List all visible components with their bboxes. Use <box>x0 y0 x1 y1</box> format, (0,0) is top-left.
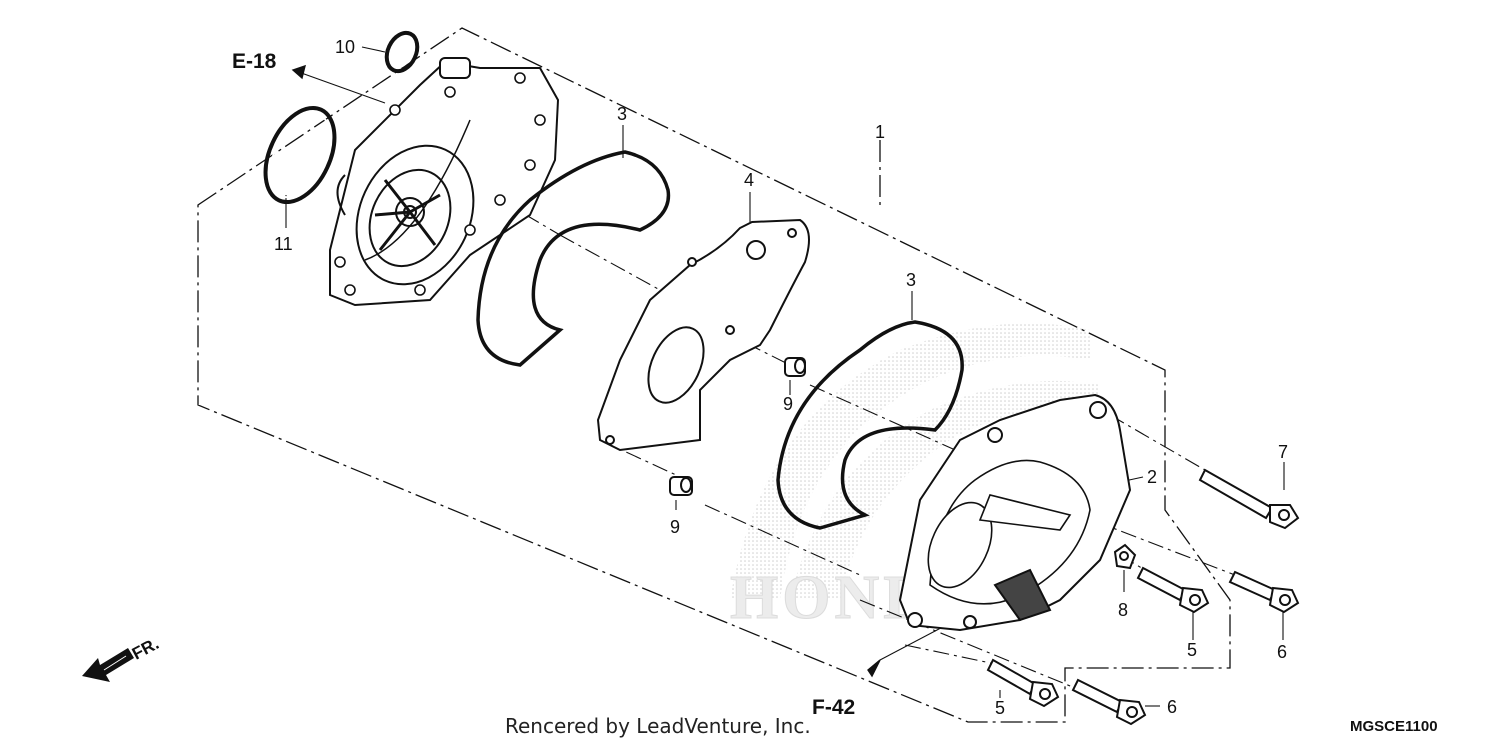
callout-numbers: 10 11 3 4 1 3 9 9 2 7 8 5 6 5 6 <box>274 37 1288 718</box>
callout-3b: 3 <box>906 270 916 290</box>
part-8-washer[interactable] <box>1113 543 1137 570</box>
callout-11: 11 <box>274 234 293 254</box>
callout-3a: 3 <box>617 104 627 124</box>
part-9-dowel-pin-lower[interactable] <box>669 476 693 496</box>
callout-5b: 5 <box>995 698 1005 718</box>
part-6-bolt-upper[interactable] <box>1228 570 1300 614</box>
callout-4: 4 <box>744 170 754 190</box>
part-9-dowel-pin-upper[interactable] <box>784 357 806 377</box>
callout-8: 8 <box>1118 600 1128 620</box>
part-4-plate[interactable] <box>596 218 810 452</box>
part-7-bolt[interactable] <box>1198 468 1300 530</box>
callout-5a: 5 <box>1187 640 1197 660</box>
ref-f42[interactable]: F-42 <box>812 696 855 719</box>
part-3-gasket-right[interactable] <box>776 320 964 530</box>
front-label: FR. <box>129 634 162 664</box>
part-5-bolt-upper[interactable] <box>1136 566 1210 614</box>
part-11-o-ring[interactable] <box>252 97 349 213</box>
ref-e18[interactable]: E-18 <box>232 50 277 73</box>
callout-9b: 9 <box>670 517 680 537</box>
callout-1: 1 <box>875 122 885 142</box>
callout-7: 7 <box>1278 442 1288 462</box>
assembly-outline <box>197 27 1231 723</box>
part-5-bolt-lower[interactable] <box>986 658 1060 708</box>
water-pump-body[interactable] <box>329 57 560 307</box>
reference-arrows <box>291 64 881 678</box>
part-2-pump-cover[interactable] <box>898 393 1132 632</box>
part-3-gasket-left[interactable] <box>476 150 671 367</box>
front-arrow-icon <box>82 648 134 682</box>
diagram-code: MGSCE1100 <box>1350 718 1438 735</box>
callout-6a: 6 <box>1277 642 1287 662</box>
callout-10: 10 <box>335 37 355 57</box>
part-6-bolt-lower[interactable] <box>1071 678 1147 726</box>
callout-2: 2 <box>1147 467 1157 487</box>
callout-9a: 9 <box>783 394 793 414</box>
callout-6b: 6 <box>1167 697 1177 717</box>
credit-text: Rencered by LeadVenture, Inc. <box>505 714 811 738</box>
part-10-o-ring[interactable] <box>381 28 423 76</box>
